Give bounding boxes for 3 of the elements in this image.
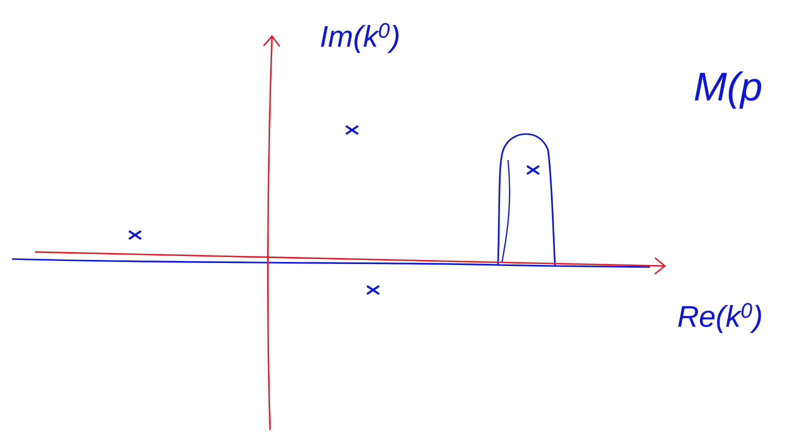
axis-label: Re(k$^{0}$) [678, 303, 761, 333]
axis-label: Im(k$^{0}$) [320, 23, 398, 53]
axis-label: M(p [694, 71, 762, 109]
